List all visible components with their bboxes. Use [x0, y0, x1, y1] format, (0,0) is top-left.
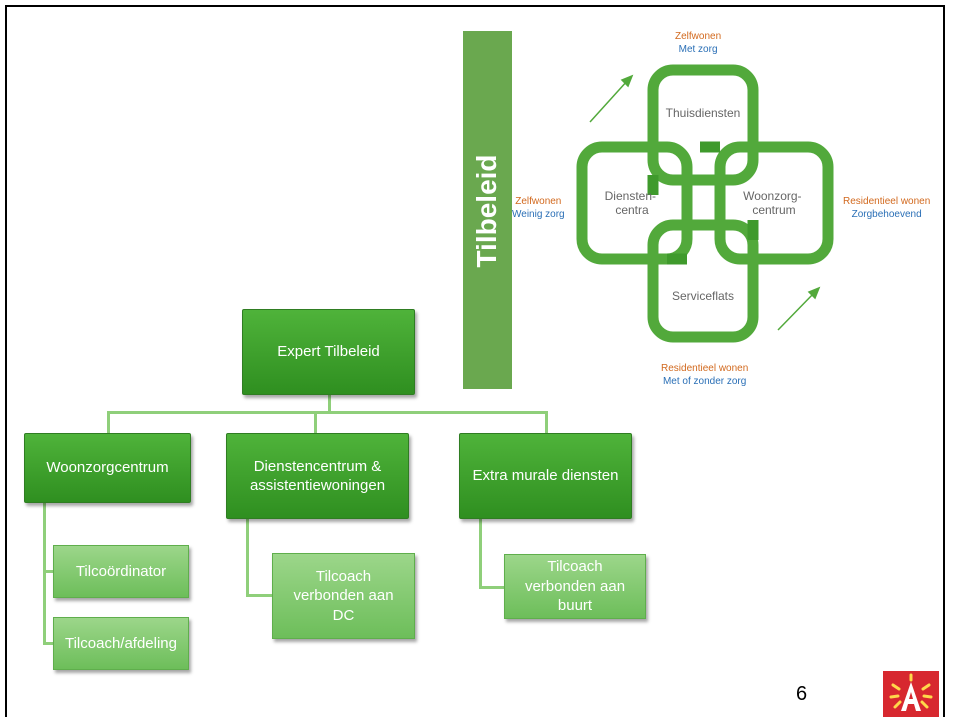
connector-emd-vertical — [479, 518, 482, 588]
connector-emd-child — [479, 586, 504, 589]
chain-label-right-line1: Woonzorg- — [743, 189, 801, 203]
connector-wzc-child-1 — [43, 570, 53, 573]
title-banner — [463, 31, 512, 389]
org-branch-label: Dienstencentrum & assistentiewoningen — [249, 457, 386, 495]
chain-link-right — [714, 141, 834, 265]
org-leaf-label: Tilcoach verbonden aan DC — [293, 567, 394, 624]
arrowhead-up-right — [807, 286, 821, 300]
org-branch-extra-murale: Extra murale diensten — [459, 433, 632, 519]
chain-label-top: Thuisdiensten — [666, 106, 741, 120]
org-branch-dienstencentrum: Dienstencentrum & assistentiewoningen — [226, 433, 409, 519]
caption-right-line2: Zorgbehoevend — [851, 209, 922, 220]
caption-right: Residentieel wonen Zorgbehoevend — [843, 195, 930, 221]
caption-top: Zelfwonen Met zorg — [675, 30, 721, 56]
chain-label-bottom: Serviceflats — [672, 289, 734, 303]
org-leaf-tilcoach-buurt: Tilcoach verbonden aan buurt — [504, 554, 646, 619]
connector-root-down — [328, 394, 331, 413]
connector-wzc-vertical — [43, 502, 46, 645]
org-leaf-tilcoach-dc: Tilcoach verbonden aan DC — [272, 553, 415, 639]
chain-link-top — [647, 64, 759, 186]
caption-left: Zelfwonen Weinig zorg — [512, 195, 565, 221]
org-branch-woonzorgcentrum: Woonzorgcentrum — [24, 433, 191, 503]
org-leaf-label: Tilcoach verbonden aan buurt — [524, 558, 626, 615]
connector-horizontal — [107, 411, 548, 414]
chain-label-left: Diensten- centra — [605, 189, 660, 217]
caption-bottom-line2: Met of zonder zorg — [662, 376, 747, 387]
connector-branch-2 — [314, 411, 317, 433]
arrowhead-up-left — [620, 74, 634, 88]
caption-bottom: Residentieel wonen Met of zonder zorg — [661, 362, 748, 388]
antwerp-logo — [883, 671, 939, 717]
page-number: 6 — [796, 683, 808, 705]
caption-bottom-line1: Residentieel wonen — [661, 363, 749, 374]
caption-left-line2: Weinig zorg — [512, 209, 565, 220]
chain-diagram: Thuisdiensten Diensten- centra Woonzorg-… — [576, 64, 834, 343]
connector-branch-1 — [107, 411, 110, 433]
connector-dc-child — [246, 594, 272, 597]
org-branch-label: Woonzorgcentrum — [46, 459, 169, 477]
arrow-up-left — [589, 79, 629, 123]
org-leaf-label: Tilcoördinator — [75, 562, 167, 580]
connector-branch-3 — [545, 411, 548, 433]
connector-wzc-child-2 — [43, 642, 53, 645]
chain-label-right: Woonzorg- centrum — [743, 189, 805, 217]
chain-link-left — [576, 141, 693, 265]
chain-link-bottom — [647, 219, 759, 343]
caption-right-line1: Residentieel wonen — [843, 196, 931, 207]
chain-label-right-line2: centrum — [752, 203, 795, 217]
caption-left-line1: Zelfwonen — [515, 196, 562, 207]
chain-label-left-line2: centra — [615, 203, 649, 217]
org-branch-label: Extra murale diensten — [472, 467, 619, 485]
org-leaf-tilcoach-afdeling: Tilcoach/afdeling — [53, 617, 189, 670]
org-leaf-tilcoordinator: Tilcoördinator — [53, 545, 189, 598]
caption-top-line2: Met zorg — [678, 44, 718, 55]
org-root-label: Expert Tilbeleid — [277, 343, 380, 361]
arrow-up-right — [777, 291, 816, 331]
org-root-box: Expert Tilbeleid — [242, 309, 415, 395]
banner-title: Tilbeleid — [471, 154, 502, 268]
connector-dc-vertical — [246, 518, 249, 596]
caption-top-line1: Zelfwonen — [675, 31, 722, 42]
slide-frame — [5, 5, 945, 717]
org-leaf-label: Tilcoach/afdeling — [64, 634, 177, 652]
chain-label-left-line1: Diensten- — [605, 189, 656, 203]
